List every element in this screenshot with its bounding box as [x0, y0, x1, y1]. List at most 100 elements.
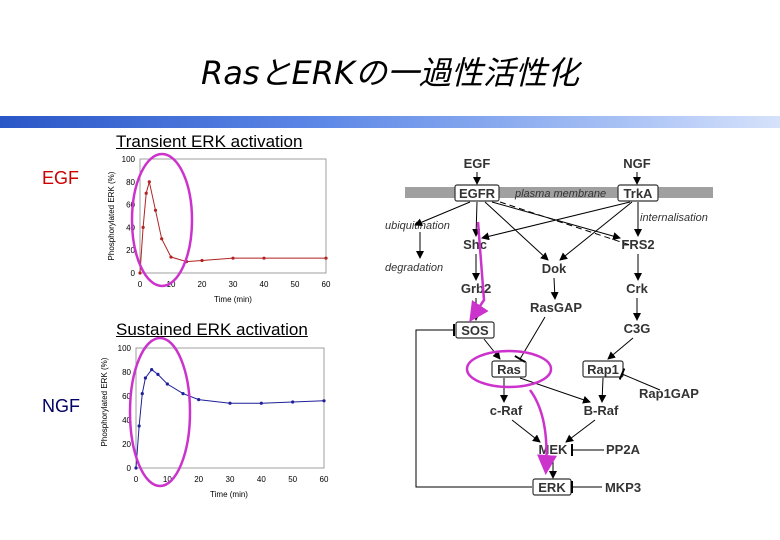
data-point [134, 466, 138, 470]
data-point [200, 258, 204, 263]
data-point [322, 399, 326, 403]
x-tick-label: 0 [138, 280, 143, 289]
data-point [153, 208, 158, 212]
chart-title-transient: Transient ERK activation [116, 132, 303, 151]
data-point [138, 271, 142, 275]
label-internalisation: internalisation [640, 212, 708, 224]
node-craf: c-Raf [490, 403, 523, 418]
highlight-arrow-egfr-sos [469, 221, 489, 323]
x-tick-label: 50 [291, 280, 300, 289]
data-point [197, 398, 201, 402]
title-divider-bar [0, 116, 780, 128]
label-ubiquitination: ubiquitination [385, 220, 450, 232]
x-tick-label: 20 [194, 475, 203, 484]
highlight-ellipse-ras [465, 349, 553, 389]
x-tick-label: 40 [257, 475, 266, 484]
x-tick-label: 60 [322, 280, 331, 289]
node-trka-box [617, 184, 659, 202]
plot-frame [139, 158, 327, 274]
data-point [228, 401, 232, 405]
x-tick-label: 20 [198, 280, 207, 289]
node-ras-box [491, 360, 527, 378]
data-point [150, 368, 154, 372]
data-point [181, 392, 185, 396]
data-point [143, 376, 147, 380]
pathway-diagram: plasma membrane EGF NGF EGFR TrkA intern… [385, 156, 713, 496]
data-point [262, 256, 266, 260]
node-egf: EGF [464, 156, 491, 171]
node-ngf: NGF [623, 156, 651, 171]
x-axis-label: Time (min) [214, 295, 252, 304]
node-frs2: FRS2 [621, 237, 654, 252]
y-axis-label: Phosphorylated ERK (%) [100, 357, 109, 446]
x-tick-label: 0 [134, 475, 139, 484]
x-tick-label: 10 [163, 475, 172, 484]
data-point [324, 256, 328, 260]
y-tick-label: 0 [131, 269, 136, 278]
y-tick-label: 40 [126, 223, 135, 232]
node-c3g: C3G [624, 321, 651, 336]
y-tick-label: 80 [122, 368, 131, 377]
node-erk: ERK [538, 480, 566, 495]
highlight-ellipse-sustained [128, 336, 192, 488]
node-rasgap: RasGAP [530, 300, 582, 315]
node-braf: B-Raf [584, 403, 619, 418]
x-tick-label: 30 [226, 475, 235, 484]
ngf-label: NGF [42, 396, 80, 416]
data-point [165, 382, 169, 386]
y-tick-label: 60 [126, 201, 135, 210]
egf-label: EGF [42, 168, 80, 188]
y-axis-label: Phosphorylated ERK (%) [107, 171, 116, 260]
slide-title: RasとERKの一過性活性化 [201, 54, 579, 92]
data-point [147, 180, 151, 184]
data-point [156, 372, 160, 376]
x-tick-label: 30 [229, 280, 238, 289]
data-point [140, 392, 144, 396]
node-dok: Dok [542, 261, 567, 276]
node-crk: Crk [626, 281, 648, 296]
chart-transient: 0 10 20 30 40 50 60 0 20 40 60 80 100 Time (min) Pho… [107, 155, 331, 304]
node-trka: TrkA [624, 186, 654, 201]
data-point [137, 424, 141, 428]
data-point [141, 225, 145, 229]
node-mkp3: MKP3 [605, 480, 641, 495]
y-tick-label: 20 [122, 440, 131, 449]
y-tick-label: 100 [118, 344, 132, 353]
label-degradation: degradation [385, 262, 443, 274]
node-egfr-box [454, 184, 500, 202]
node-ras: Ras [497, 362, 521, 377]
label-plasma-membrane: plasma membrane [514, 188, 606, 200]
data-point [259, 401, 263, 405]
y-tick-label: 20 [126, 246, 135, 255]
data-point [169, 255, 173, 259]
x-tick-label: 40 [260, 280, 269, 289]
y-tick-label: 80 [126, 178, 135, 187]
x-axis-label: Time (min) [210, 490, 248, 499]
node-shc: Shc [463, 237, 487, 252]
pathway-arrows [414, 172, 661, 493]
highlight-ellipse-transient [130, 152, 194, 288]
chart-title-sustained: Sustained ERK activation [116, 320, 308, 339]
node-pp2a: PP2A [606, 442, 641, 457]
node-rap1gap: Rap1GAP [639, 386, 699, 401]
x-tick-label: 60 [320, 475, 329, 484]
series-line [135, 368, 325, 469]
node-mek: MEK [539, 442, 569, 457]
node-sos: SOS [461, 323, 489, 338]
highlight-arrow-ras-erk [528, 389, 557, 475]
plasma-membrane-bar [405, 187, 713, 198]
data-point [160, 237, 164, 241]
data-point [231, 256, 235, 260]
node-rap1: Rap1 [587, 362, 619, 377]
data-point [144, 191, 148, 195]
y-tick-label: 0 [127, 464, 132, 473]
node-egfr: EGFR [459, 186, 496, 201]
y-tick-label: 100 [122, 155, 136, 164]
data-point [291, 400, 295, 404]
series-line [139, 181, 326, 274]
x-tick-label: 50 [288, 475, 297, 484]
y-tick-label: 60 [122, 392, 131, 401]
x-tick-label: 10 [167, 280, 176, 289]
